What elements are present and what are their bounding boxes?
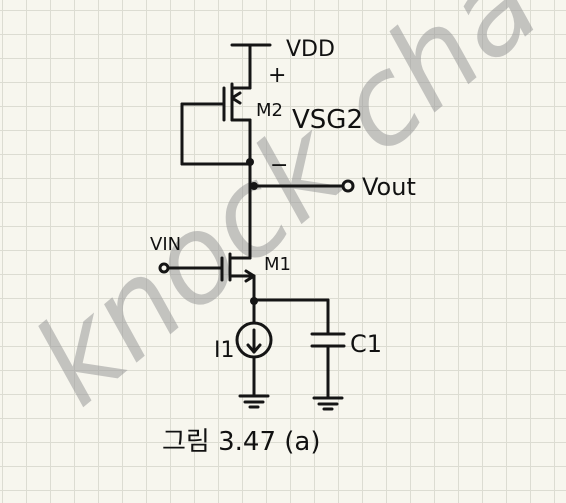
ground-symbol <box>312 396 344 411</box>
capacitor-c1 <box>310 332 346 348</box>
vout-label: Vout <box>362 173 416 201</box>
vin-label: VIN <box>150 234 181 255</box>
vout-terminal <box>341 179 355 193</box>
ground-symbol <box>238 394 270 409</box>
junction-dot <box>246 158 254 166</box>
minus-sign: − <box>270 153 288 178</box>
pmos-m2 <box>222 82 252 122</box>
vdd-label: VDD <box>286 37 335 62</box>
figure-caption: 그림 3.47 (a) <box>162 427 320 457</box>
m1-label: M1 <box>264 254 291 275</box>
plus-sign: + <box>268 63 286 88</box>
watermark-text: knock cha <box>9 0 564 432</box>
vin-terminal <box>158 262 170 274</box>
vsg2-label: VSG2 <box>292 105 363 135</box>
i1-label: I1 <box>214 338 235 363</box>
watermark: knock cha <box>9 0 564 432</box>
current-source-i1 <box>235 321 273 359</box>
m2-label: M2 <box>256 100 283 121</box>
c1-label: C1 <box>350 330 382 358</box>
